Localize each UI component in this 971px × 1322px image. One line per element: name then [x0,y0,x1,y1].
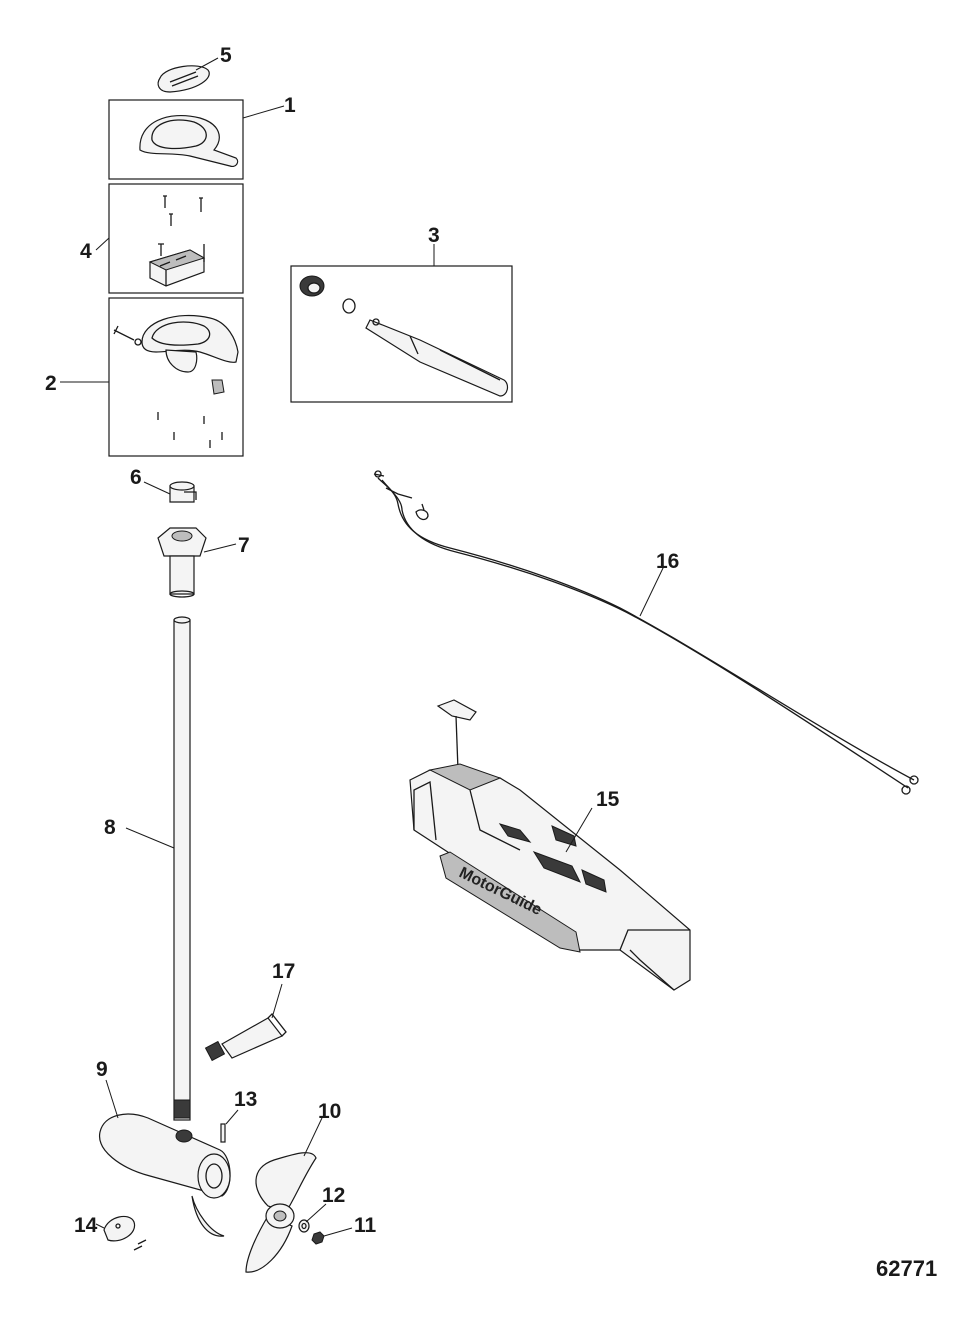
callout-13: 13 [234,1088,257,1111]
callout-16: 16 [656,550,679,573]
part-2-box [108,297,244,457]
callout-7: 7 [238,534,250,557]
part-11-prop-nut [311,1231,325,1245]
figure-number: 62771 [876,1256,937,1281]
callout-14: 14 [74,1214,98,1237]
part-13-drive-pin [220,1123,226,1143]
part-10-propeller [245,1152,317,1273]
callout-2: 2 [45,372,57,395]
part-8-shaft [173,616,191,1121]
part-9-motor-housing [99,1113,231,1237]
part-12-washer [298,1219,310,1233]
callout-8: 8 [104,816,116,839]
part-2-head-housing [113,314,239,448]
callout-5: 5 [220,44,232,67]
callout-4: 4 [80,240,92,263]
callout-11: 11 [354,1214,377,1237]
part-3-tiller-handle [299,275,509,397]
part-1-box [108,99,244,180]
part-3-box [290,265,513,403]
part-16-wire-harness [373,470,919,795]
part-5-decal [157,65,210,93]
callout-15: 15 [596,788,620,811]
part-6-collar [169,481,197,503]
part-1-top-cover [139,114,239,167]
part-4-control-board [148,195,206,287]
callout-10: 10 [318,1100,341,1123]
part-14-anode-plate [103,1215,147,1251]
callout-1: 1 [284,94,296,117]
callout-17: 17 [272,960,295,983]
callout-6: 6 [130,466,142,489]
part-15-bow-mount: MotorGuide [409,699,691,991]
callout-9: 9 [96,1058,108,1081]
callout-12: 12 [322,1184,345,1207]
callout-3: 3 [428,224,440,247]
part-17-lubricant-tube [204,1013,287,1062]
part-7-steering-housing [157,527,207,598]
